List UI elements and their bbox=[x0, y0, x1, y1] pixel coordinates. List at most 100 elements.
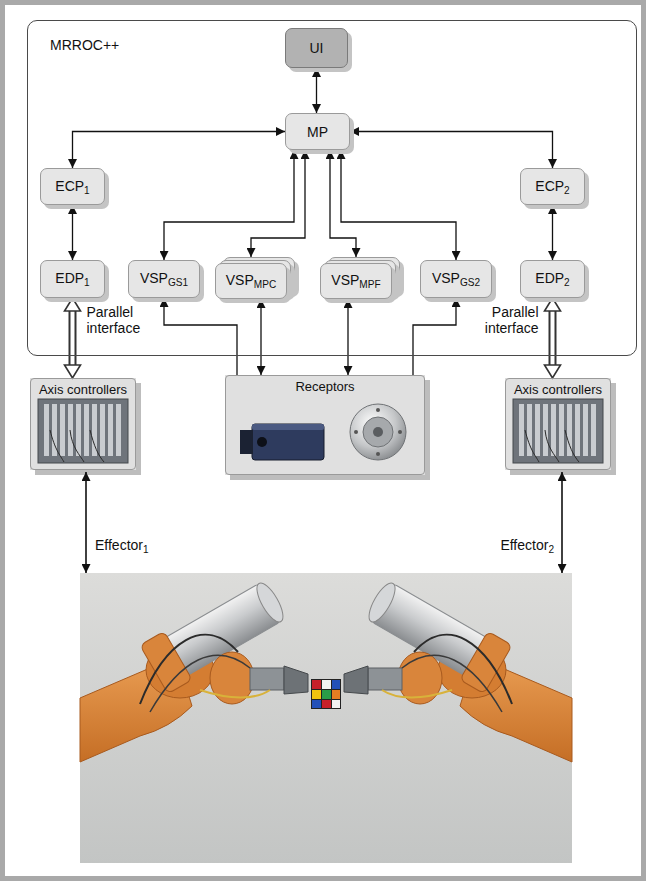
arrow-head bbox=[65, 365, 81, 378]
text-part: VSP bbox=[226, 272, 254, 288]
text-part: VSP bbox=[432, 270, 460, 286]
force-sensor-picture bbox=[350, 404, 406, 460]
camera-picture bbox=[257, 437, 267, 447]
controller-rack bbox=[559, 404, 564, 456]
connector bbox=[261, 299, 262, 375]
robot-photo bbox=[80, 573, 572, 863]
hardware-panel: Axis controllers bbox=[30, 378, 136, 470]
connector-line bbox=[330, 150, 356, 257]
subscript: MPF bbox=[359, 279, 380, 290]
hardware-panel: Receptors bbox=[225, 375, 425, 475]
connector bbox=[330, 150, 356, 257]
camera-picture bbox=[240, 424, 324, 460]
process-box: ECP1 bbox=[40, 168, 105, 205]
controller-rack bbox=[551, 404, 556, 456]
subscript: 1 bbox=[84, 277, 90, 288]
robot-photo bbox=[332, 700, 340, 708]
robot-photo bbox=[80, 573, 572, 863]
subscript: 2 bbox=[564, 277, 570, 288]
connector bbox=[350, 132, 553, 169]
controller-rack bbox=[60, 404, 65, 456]
process-box: VSPMPF bbox=[320, 263, 392, 299]
controller-panel-fill bbox=[30, 378, 136, 470]
connector-line bbox=[316, 68, 317, 113]
controller-rack bbox=[76, 404, 81, 456]
connector bbox=[316, 68, 317, 113]
connector-line bbox=[164, 150, 294, 260]
connector-line bbox=[350, 132, 553, 169]
connector bbox=[413, 298, 456, 375]
arrow-head bbox=[545, 298, 561, 311]
connector bbox=[348, 299, 349, 375]
controller-rack bbox=[591, 404, 596, 456]
panel-heading: Receptors bbox=[226, 379, 424, 395]
controller-rack bbox=[525, 430, 579, 462]
effector-label: Effector1 bbox=[95, 537, 149, 555]
interface-arrow bbox=[71, 310, 75, 366]
controller-rack bbox=[44, 404, 49, 456]
receptor-panel-fill bbox=[225, 375, 430, 480]
connector-line bbox=[164, 298, 237, 375]
box-label: VSPMPC bbox=[226, 272, 276, 290]
robot-photo bbox=[322, 700, 331, 708]
robot-photo bbox=[332, 680, 340, 689]
connector-line bbox=[260, 299, 261, 375]
process-box: VSPMPC bbox=[215, 263, 287, 299]
robot-photo bbox=[322, 690, 331, 699]
arrow-head bbox=[545, 365, 561, 378]
force-sensor-picture bbox=[350, 404, 406, 460]
robot-photo bbox=[322, 680, 331, 689]
controller-rack bbox=[38, 399, 128, 463]
connector bbox=[72, 205, 73, 260]
hardware-panel: Axis controllers bbox=[505, 378, 611, 470]
camera-picture bbox=[252, 424, 324, 430]
text-part: Effector bbox=[500, 537, 548, 553]
interface-arrow bbox=[69, 310, 77, 366]
subscript: GS2 bbox=[460, 277, 480, 288]
connector-line bbox=[72, 205, 73, 260]
force-sensor-picture bbox=[373, 427, 383, 437]
controller-rack bbox=[513, 399, 603, 463]
force-sensor-picture bbox=[398, 430, 402, 434]
robot-photo bbox=[344, 574, 572, 762]
camera-picture bbox=[240, 430, 253, 454]
force-sensor-picture bbox=[376, 452, 380, 456]
robot-photo bbox=[312, 680, 321, 689]
controller-rack bbox=[116, 404, 121, 456]
connector-line bbox=[347, 299, 348, 375]
subscript: 2 bbox=[548, 544, 554, 555]
subscript: 2 bbox=[564, 185, 570, 196]
text-part: ECP bbox=[55, 178, 84, 194]
effector-link bbox=[86, 472, 562, 573]
connector-line bbox=[73, 132, 286, 169]
robot-photo bbox=[332, 690, 340, 699]
controller-rack bbox=[583, 404, 588, 456]
controller-panel-fill bbox=[505, 378, 611, 470]
connector bbox=[164, 298, 237, 375]
connector-line bbox=[552, 205, 553, 260]
process-box: VSPGS2 bbox=[420, 260, 492, 298]
controller-rack bbox=[100, 404, 105, 456]
force-sensor-picture bbox=[376, 408, 380, 412]
robot-photo bbox=[80, 574, 308, 762]
arrow-head bbox=[65, 298, 81, 311]
text-part: VSP bbox=[140, 270, 168, 286]
connector bbox=[251, 150, 305, 257]
connector bbox=[341, 150, 456, 260]
force-sensor-picture bbox=[363, 417, 393, 447]
page-ground bbox=[5, 5, 641, 876]
robot-photo bbox=[311, 679, 341, 709]
interface-arrow bbox=[551, 310, 555, 366]
process-box: VSPGS1 bbox=[128, 260, 200, 298]
controller-rack bbox=[84, 404, 89, 456]
box-label: ECP1 bbox=[55, 178, 89, 196]
subscript: 1 bbox=[143, 544, 149, 555]
controller-rack bbox=[108, 404, 113, 456]
frame-heading: MRROC++ bbox=[50, 37, 119, 53]
box-label: ECP2 bbox=[535, 178, 569, 196]
force-sensor-picture bbox=[354, 430, 358, 434]
interface-arrow bbox=[549, 310, 557, 366]
text-part: ECP bbox=[535, 178, 564, 194]
